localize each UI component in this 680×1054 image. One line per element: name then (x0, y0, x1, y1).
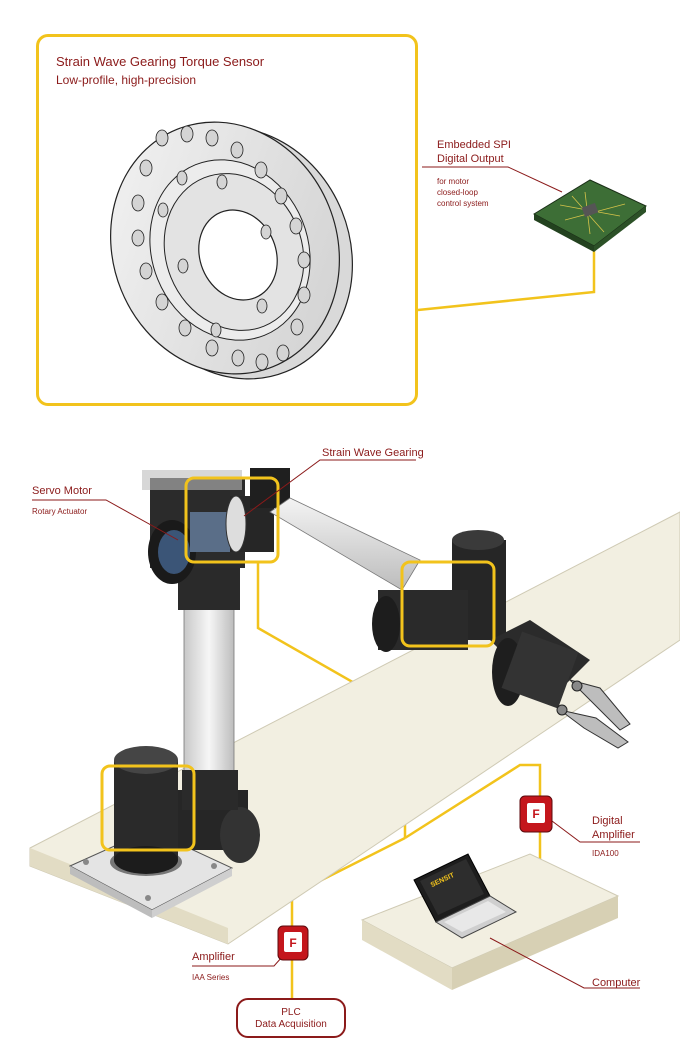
spi-chip (532, 179, 647, 252)
joint-highlights (100, 476, 496, 852)
amplifier-label: Amplifier (192, 951, 235, 963)
label-leaders (32, 166, 640, 989)
spi-note-line2: closed-loop (437, 188, 478, 197)
robot-arm (114, 468, 631, 874)
spi-label-line2: Digital Output (437, 153, 504, 165)
svg-text:F: F (289, 936, 296, 950)
strain-wave-gearing-label: Strain Wave Gearing (322, 447, 424, 459)
digital-amplifier-label-line1: Digital (592, 815, 623, 827)
digital-amplifier-sub: IDA100 (592, 849, 619, 858)
amplifier-device: F (277, 925, 309, 961)
plc-label-line1: PLC (281, 1007, 301, 1018)
servo-motor-sub: Rotary Actuator (32, 507, 88, 516)
sensor-highlight-box (36, 34, 418, 406)
digital-amplifier-device: F (519, 795, 553, 833)
plc-label-line2: Data Acquisition (255, 1019, 327, 1030)
computer-label: Computer (592, 977, 641, 989)
digital-amplifier-label-line2: Amplifier (592, 829, 635, 841)
torque-sensor-ring (110, 121, 353, 380)
amplifier-sub: IAA Series (192, 973, 230, 982)
spi-label-line1: Embedded SPI (437, 139, 511, 151)
spi-note-line3: control system (437, 199, 489, 208)
laptop-computer (413, 853, 518, 939)
servo-motor-label: Servo Motor (32, 485, 92, 497)
sensor-title: Strain Wave Gearing Torque Sensor (56, 54, 265, 69)
svg-text:F: F (532, 807, 539, 821)
plc-data-acquisition-box: PLC Data Acquisition (236, 998, 346, 1038)
sensor-subtitle: Low-profile, high-precision (56, 73, 197, 87)
spi-note-line1: for motor (437, 177, 470, 186)
